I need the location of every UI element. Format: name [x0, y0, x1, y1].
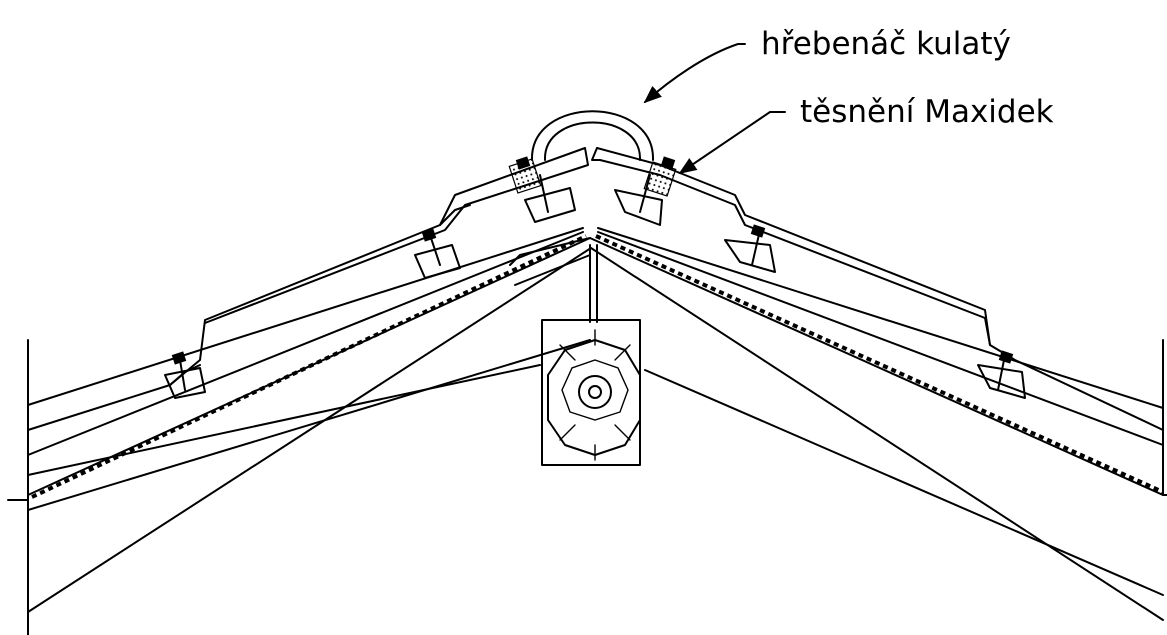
wall-left [7, 339, 29, 635]
screw-brackets [164, 156, 1026, 399]
roof-membrane [31, 234, 1164, 499]
roofing-sheet-left [27, 147, 591, 431]
label-seal: těsnění Maxidek [800, 94, 1054, 130]
roofing-sheet-right [591, 147, 1164, 431]
leader-seal [678, 111, 786, 175]
ridge-beam-section [541, 244, 641, 466]
label-ridge-cap: hřebenáč kulatý [761, 26, 1011, 62]
ridge-cap [530, 110, 655, 161]
wall-right [1162, 339, 1167, 496]
leader-ridge-cap [643, 43, 746, 104]
roof-structure [27, 227, 1164, 621]
